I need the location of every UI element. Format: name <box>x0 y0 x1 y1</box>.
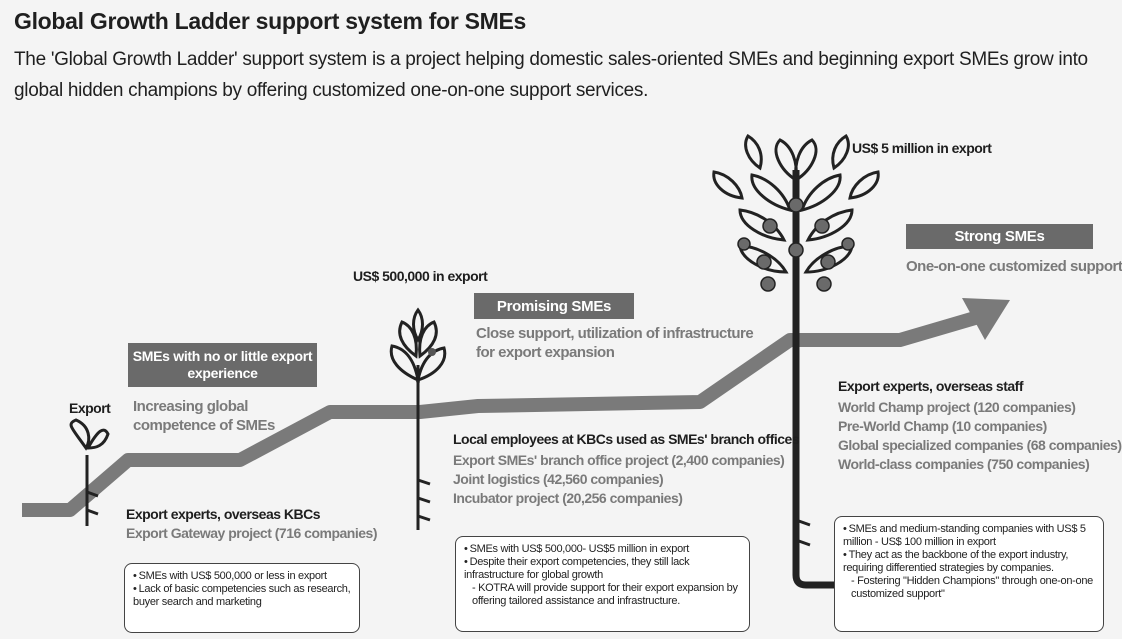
stage3-program: Global specialized companies (68 compani… <box>838 437 1122 453</box>
stage3-note-box: SMEs and medium-standing companies with … <box>834 516 1104 632</box>
stage1-program: Export Gateway project (716 companies) <box>126 525 377 541</box>
stage1-milestone: Export <box>69 400 111 416</box>
stage3-program: World-class companies (750 companies) <box>838 456 1090 472</box>
page-title: Global Growth Ladder support system for … <box>14 8 527 34</box>
stage1-provider: Export experts, overseas KBCs <box>126 506 321 522</box>
stage2-programs: Export SMEs' branch office project (2,40… <box>453 451 785 508</box>
stage2-subnote: - KOTRA will provide support for their e… <box>472 582 738 607</box>
stage1-note: Lack of basic competencies such as resea… <box>133 583 351 609</box>
stage3-note: SMEs and medium-standing companies with … <box>843 523 1095 549</box>
stage2-goal: Close support, utilization of infrastruc… <box>476 325 754 361</box>
stage3-note: They act as the backbone of the export i… <box>843 549 1095 575</box>
stage2-badge: Promising SMEs <box>474 293 634 319</box>
stage2-program: Export SMEs' branch office project (2,40… <box>453 452 785 468</box>
stage2-program: Incubator project (20,256 companies) <box>453 490 683 506</box>
stage1-note: SMEs with US$ 500,000 or less in export <box>133 570 351 583</box>
sprout-icon <box>69 418 110 526</box>
stage3-program: Pre-World Champ (10 companies) <box>838 418 1047 434</box>
fruit-tree-icon <box>712 133 880 589</box>
stage3-programs: World Champ project (120 companies) Pre-… <box>838 398 1122 474</box>
growth-arrow-icon <box>22 298 1010 517</box>
stage3-program: World Champ project (120 companies) <box>838 399 1076 415</box>
stage3-subnote: - Fostering "Hidden Champions" through o… <box>851 575 1093 600</box>
stage1-badge: SMEs with no or little export experience <box>128 343 317 387</box>
stage3-threshold: US$ 5 million in export <box>852 140 992 156</box>
stage3-badge: Strong SMEs <box>906 224 1093 249</box>
stage2-note-box: SMEs with US$ 500,000- US$5 million in e… <box>455 536 750 632</box>
stage2-threshold: US$ 500,000 in export <box>353 268 488 284</box>
intro-text: The 'Global Growth Ladder' support syste… <box>14 49 1088 101</box>
stage3-provider: Export experts, overseas staff <box>838 378 1023 394</box>
young-tree-icon <box>389 307 447 530</box>
stage2-provider: Local employees at KBCs used as SMEs' br… <box>453 431 800 447</box>
stage2-note: Despite their export competencies, they … <box>464 556 741 582</box>
stage1-note-box: SMEs with US$ 500,000 or less in export … <box>124 563 360 633</box>
stage3-goal: One-on-one customized support <box>906 258 1122 275</box>
stage2-note: SMEs with US$ 500,000- US$5 million in e… <box>464 543 741 556</box>
stage1-goal: Increasing global competence of SMEs <box>133 398 275 434</box>
stage2-program: Joint logistics (42,560 companies) <box>453 471 664 487</box>
